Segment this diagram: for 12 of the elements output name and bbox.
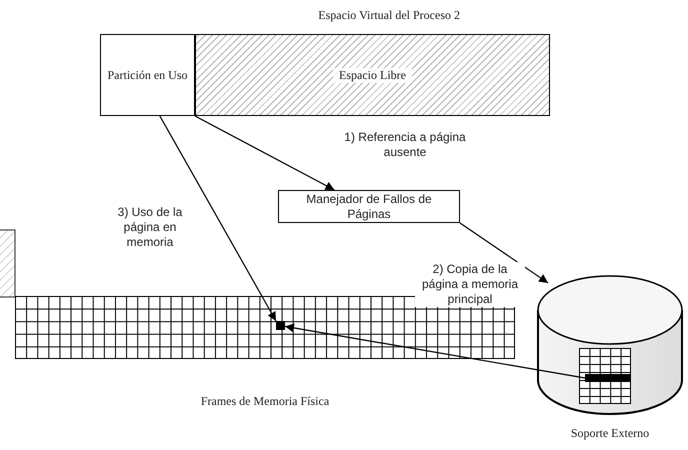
arrow: [284, 324, 586, 379]
arrow: [460, 222, 548, 284]
disk-label: Soporte Externo: [570, 426, 650, 441]
grid-label: Frames de Memoria Física: [200, 394, 330, 409]
free-space-box: Espacio Libre: [195, 34, 550, 116]
page-block: [585, 374, 631, 382]
arrow: [194, 115, 335, 191]
page-frame-cell: [276, 321, 285, 330]
band-title: Espacio Virtual del Proceso 2: [317, 8, 461, 23]
process-box: Manejador de Fallos de Páginas: [278, 190, 460, 223]
edge-label: 2) Copia de la página a memoria principal: [415, 262, 525, 307]
arrow: [159, 116, 277, 322]
